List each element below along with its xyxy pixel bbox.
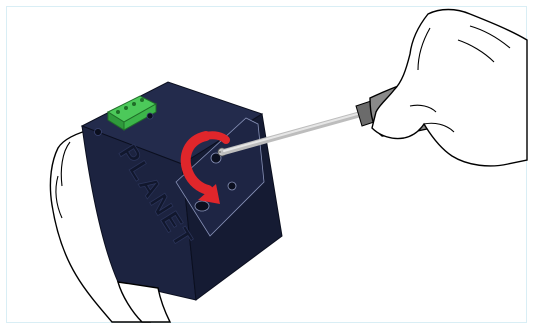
right-hand: [372, 10, 527, 166]
